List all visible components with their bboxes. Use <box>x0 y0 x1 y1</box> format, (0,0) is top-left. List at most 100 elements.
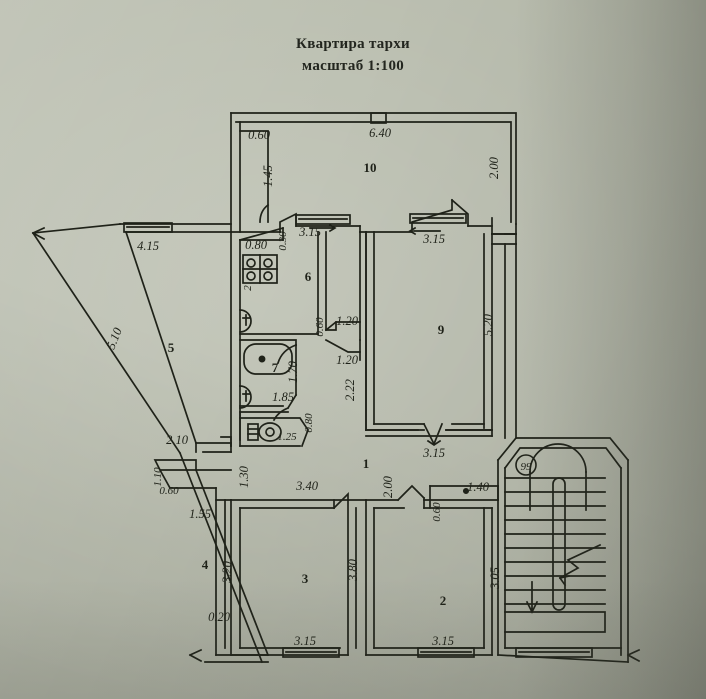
dimension-label: 3.15 <box>431 634 454 648</box>
window-6-top <box>295 214 351 225</box>
stair-bottom <box>497 654 629 663</box>
wall-wc-top <box>239 417 310 432</box>
plan-title-line1: Квартира тархи <box>296 36 410 52</box>
dimension-label: 1.25 <box>277 431 297 443</box>
arrow-bottom-left <box>188 648 203 663</box>
dimension-label: 3.40 <box>295 479 319 493</box>
niche-closet <box>239 130 269 223</box>
dimension-label: 0.80 <box>245 238 268 252</box>
wall-bath-diag <box>286 393 298 410</box>
room-label-hall-10: 10 <box>364 160 377 175</box>
window-9-arrow <box>408 226 441 236</box>
wall-wc-diag <box>300 428 310 448</box>
stove-burner-2 <box>263 258 273 268</box>
dimension-label: 0.80 <box>303 413 315 433</box>
bath-sink-icon <box>239 385 252 409</box>
room-label-bathroom-7: 7 <box>272 360 279 375</box>
window-3 <box>282 647 340 658</box>
stair-up-arrow <box>558 543 602 580</box>
dimension-label: 4.15 <box>137 239 159 253</box>
wall-4-step <box>215 487 232 501</box>
dimension-label: 0.60 <box>159 485 179 497</box>
stair-marker-label: 99 <box>521 461 533 473</box>
room-label-bedroom-2: 2 <box>440 593 447 608</box>
room-label-balcony-4: 4 <box>202 557 209 572</box>
vestibule-dim-dot <box>462 487 470 495</box>
dimension-label: 3.20 <box>220 560 234 584</box>
stair-entry-door <box>515 647 593 658</box>
corridor-door-leaf <box>325 321 337 331</box>
bath-door-swing <box>276 343 298 365</box>
dimension-label: 2 <box>242 285 254 291</box>
dimension-label: 2.22 <box>343 379 357 401</box>
wall-4-angle-inner <box>194 468 270 657</box>
door-jog-9 <box>450 198 469 227</box>
door-swing-9-top <box>411 199 453 233</box>
bathtub-icon <box>243 343 293 375</box>
dimension-label: 5.10 <box>104 325 125 351</box>
dimension-label: 1.45 <box>261 165 275 187</box>
wc-cistern-icon <box>247 423 259 441</box>
dimension-label: 3.15 <box>293 634 316 648</box>
dimension-label: 0.60 <box>248 128 271 142</box>
room-label-bedroom-9: 9 <box>438 322 445 337</box>
dimension-label: 5.20 <box>481 313 495 336</box>
dimension-label: 3.05 <box>488 567 502 590</box>
dimension-label: 6.40 <box>369 126 392 140</box>
wall-right-step <box>491 233 517 245</box>
stair-up-arrowhead <box>558 574 571 587</box>
wall-4-top <box>158 468 217 489</box>
stair-marker: 99 <box>515 454 537 476</box>
bathtub-drain <box>258 355 266 363</box>
corridor-door-swing-2 <box>324 338 361 353</box>
toilet-bowl-inner <box>265 427 275 437</box>
room-label-living-room-5: 5 <box>168 340 175 355</box>
dimension-label: 1.20 <box>336 353 359 367</box>
window-5 <box>123 222 173 233</box>
stair-landing-slab <box>504 611 606 633</box>
stair-marker-circle <box>515 454 537 476</box>
stair-roof-inner <box>503 447 623 470</box>
kitchen-door-swing <box>238 226 285 242</box>
dimension-label: 1.10 <box>152 467 164 487</box>
dimension-label: 1.20 <box>336 314 359 328</box>
dimension-label: 0.60 <box>314 317 326 337</box>
dimension-label: 3.15 <box>422 232 445 246</box>
dimension-label: 1.55 <box>189 507 211 521</box>
door-arrow-9 <box>426 439 442 447</box>
dimension-label: 0.30 <box>277 231 289 251</box>
stair-down-arrow <box>525 581 539 614</box>
dimension-label: 2.10 <box>166 433 189 447</box>
dimension-label: 2.00 <box>487 156 501 179</box>
dimension-label: 2.00 <box>381 475 395 498</box>
stove-burner-4 <box>263 271 273 281</box>
window-2 <box>417 647 475 658</box>
stove-burner-1 <box>246 258 256 268</box>
toilet-bowl-icon <box>258 422 282 442</box>
stair-landing-arc <box>529 443 587 473</box>
wall-5-angle-inner <box>124 230 198 445</box>
wall-5-corner <box>220 436 232 447</box>
window-9-top <box>409 213 467 224</box>
arrow-bottom-right <box>626 648 641 663</box>
room-label-bedroom-3: 3 <box>302 571 309 586</box>
wall-4-angle-outer <box>178 451 264 664</box>
wall-5-angle-outer <box>31 231 182 455</box>
window-6-arrow <box>309 223 337 233</box>
plan-title-line2: масштаб 1:100 <box>301 58 405 74</box>
wall-5-top-angle <box>32 223 121 234</box>
dimension-label: 0.20 <box>208 610 231 624</box>
door-swing-2 <box>396 484 426 502</box>
dimension-label: 1.85 <box>272 390 294 404</box>
niche-door-swing <box>259 203 270 223</box>
wall-10-bottom-right <box>467 225 493 235</box>
dimension-label: 3.15 <box>298 225 321 239</box>
stove-burner-3 <box>246 271 256 281</box>
window-top-10 <box>370 112 387 124</box>
stair-roof-outer <box>496 437 630 462</box>
room-label-corridor: 1 <box>363 456 370 471</box>
wall-top-inner <box>235 121 512 223</box>
